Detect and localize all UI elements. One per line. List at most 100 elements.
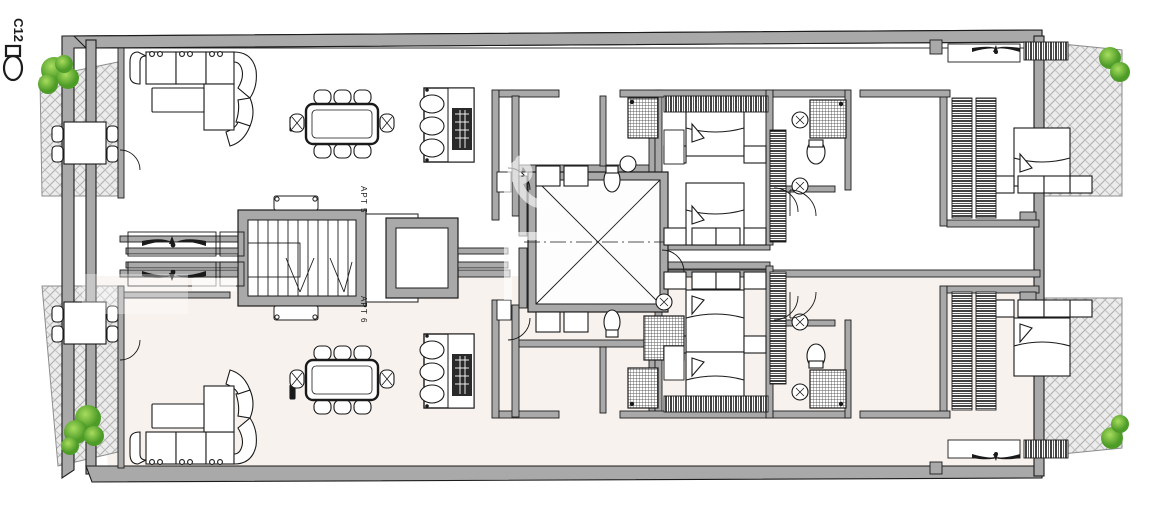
shower-lower-left [627, 367, 659, 409]
bar-stools-lower [419, 340, 445, 404]
dining-chairs-upper [289, 89, 395, 159]
wall-wc-lower-h [518, 339, 650, 348]
wardrobe-corridor-lower [769, 271, 787, 385]
exterior-walls [61, 29, 1045, 483]
wall-mbed-lower-h2 [859, 410, 951, 419]
stair-rail-bottom [273, 305, 319, 321]
stair-direction-arrow [285, 257, 353, 293]
door-balcony-upper [119, 149, 141, 171]
ceiling-fans [142, 236, 206, 281]
dining-chairs-lower [289, 345, 395, 415]
planter-upper-right [1099, 47, 1130, 82]
wall-mbed-upper-v [939, 95, 948, 227]
stair-treads [257, 220, 349, 296]
bar-stools-upper [419, 94, 445, 158]
nightstand-a [663, 227, 687, 246]
vanity-upper-2 [563, 165, 589, 187]
interior-perimeter [95, 47, 1035, 467]
master-bedroom-lower [991, 299, 1093, 377]
wall-mbed-lower-v [939, 285, 948, 417]
wardrobe-upper-a [663, 95, 769, 113]
cooktop-lower [452, 354, 472, 396]
coffee-table-upper [151, 87, 205, 113]
counter-lower-core [518, 247, 528, 309]
wardrobe-lower-a [663, 395, 769, 413]
wall-kitchen-lower-v [491, 299, 500, 419]
wall-mbed-upper-h [946, 219, 1040, 228]
wall-corridor-lower [661, 261, 771, 270]
wall-right [1033, 35, 1045, 477]
wardrobe-corridor-upper [769, 129, 787, 243]
central-courtyard [524, 171, 672, 313]
wall-wc-upper-v [599, 95, 607, 167]
corridor-left-lower [125, 261, 239, 269]
outdoor-set-upper-left [51, 121, 119, 165]
apt5-kitchen [419, 87, 475, 163]
master-bedroom-upper [991, 127, 1093, 194]
corridor-left-upper [125, 247, 239, 255]
elevator-car [395, 227, 449, 289]
ceiling-fan-upper [142, 236, 206, 248]
ceiling-fan-lower [142, 269, 206, 281]
apartment-label-apt6: APT 6 [359, 296, 368, 324]
hall-console-lower [947, 439, 1021, 459]
wardrobe-panel-lower [663, 345, 685, 381]
wall-jog-b [929, 461, 943, 475]
wall-jog-d [1019, 291, 1037, 301]
planter-lower-left [61, 405, 104, 455]
shower-upper-left [627, 97, 659, 139]
vanity-lower [535, 311, 561, 333]
vertical-circulation-core [237, 195, 459, 321]
corridor-right-lower [457, 261, 509, 269]
wall-bath-lower-h2 [772, 410, 850, 419]
bathroom-upper-core [535, 165, 621, 193]
bedroom-lower-inner [663, 271, 767, 353]
vanity-lower-2 [563, 311, 589, 333]
wall-jog-a [929, 39, 943, 55]
corner-mark-text: C12 [11, 18, 26, 42]
hall-fans [972, 45, 1020, 461]
wall-jog-c [1019, 211, 1037, 221]
planter-lower-right [1101, 415, 1129, 449]
wall-kitchen-lower-h [498, 410, 560, 419]
coffee-table-lower [151, 403, 205, 429]
wardrobe-upper-c [975, 97, 997, 219]
wall-bath-upper-v2 [844, 89, 852, 191]
door-mbed-upper [789, 189, 817, 217]
basin-taps [659, 115, 805, 397]
sectional-sofa-lower [129, 369, 257, 465]
bathroom-lower-core [535, 309, 621, 338]
outdoor-set-lower-left [51, 301, 119, 345]
closet-mbed-upper [1023, 41, 1069, 61]
wall-kitchen-upper-h [498, 89, 560, 98]
washing-machine-lower [496, 299, 512, 321]
wall-kitchen-upper-v [491, 89, 500, 221]
door-bath-upper [773, 187, 799, 213]
wall-balcony-divider-lower [117, 285, 125, 469]
door-bath-lower [773, 295, 799, 321]
cooktop-upper [452, 108, 472, 150]
planters [38, 47, 1130, 455]
nightstand-b [743, 227, 767, 246]
wardrobe-lower-c [975, 291, 997, 411]
door-mbed-lower [789, 291, 817, 319]
vanity-upper [535, 165, 561, 187]
corner-glyph [2, 44, 24, 82]
apartment-label-apt5: APT 5 [359, 186, 368, 214]
wall-core-lower-v [511, 304, 520, 418]
door-bed-upper [661, 249, 685, 273]
wardrobe-panel-upper [663, 129, 685, 165]
door-core-lower [507, 317, 531, 341]
wall-mbed-upper-h2 [859, 89, 951, 98]
corner-mark: C12 [2, 18, 26, 82]
apt6-kitchen [419, 333, 475, 409]
wall-bottom [85, 465, 1043, 483]
hall-fan-lower [972, 452, 1020, 461]
wall-bath-upper-h2 [772, 89, 850, 98]
wall-wc-lower-v [599, 346, 607, 414]
wall-bath-lower-v2 [844, 319, 852, 419]
stair-landing [247, 242, 301, 278]
watermark-overlay [82, 155, 560, 314]
